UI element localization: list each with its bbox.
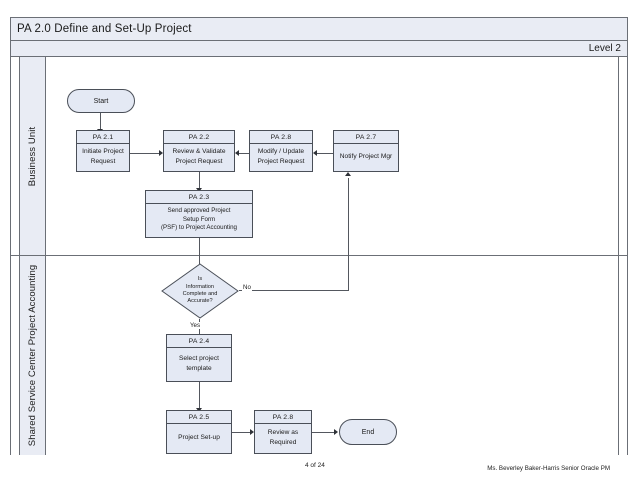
connector-pa22-to-pa23 [199, 172, 200, 190]
swimlane-ssc-project-accounting: Shared Service Center Project Accounting [11, 256, 627, 455]
decision-information-complete[interactable]: Is Information Complete and Accurate? [161, 263, 239, 319]
decision-label: Is Information Complete and Accurate? [182, 276, 218, 305]
node-pa-2-3-id: PA 2.3 [146, 191, 252, 204]
node-pa-2-6-id: PA 2.8 [250, 131, 312, 144]
node-pa-2-8-review[interactable]: PA 2.8 Review as Required [254, 410, 312, 454]
arrowhead-pa26-to-pa22 [235, 150, 239, 156]
swimlane-header-business-unit: Business Unit [19, 57, 46, 255]
connector-decision-no-vertical [348, 178, 349, 291]
node-pa-2-7[interactable]: PA 2.7 Notify Project Mgr [333, 130, 399, 172]
document-frame: PA 2.0 Define and Set-Up Project Level 2… [10, 17, 628, 455]
node-pa-2-3[interactable]: PA 2.3 Send approved Project Setup Form … [145, 190, 253, 238]
edge-label-yes: Yes [189, 322, 202, 329]
node-pa-2-2-label: Review & Validate Project Request [172, 148, 226, 165]
connector-pa21-to-pa22 [130, 153, 161, 154]
start-label: Start [93, 97, 109, 105]
node-pa-2-2-id: PA 2.2 [164, 131, 234, 144]
node-pa-2-5-id: PA 2.5 [167, 411, 231, 424]
swimlane-body-business-unit [46, 57, 619, 255]
node-pa-2-8-label: Review as Required [267, 429, 299, 446]
end-label: End [361, 428, 375, 436]
footer-author: Ms. Beverley Baker-Harris Senior Oracle … [487, 465, 610, 472]
flow-layer: Start PA 2.1 Initiate Project Request PA… [11, 57, 629, 455]
level-label: Level 2 [588, 43, 621, 54]
diagram-title-bar: PA 2.0 Define and Set-Up Project [11, 18, 627, 41]
node-pa-2-1[interactable]: PA 2.1 Initiate Project Request [76, 130, 130, 172]
node-pa-2-4-id: PA 2.4 [167, 335, 231, 348]
node-pa-2-2[interactable]: PA 2.2 Review & Validate Project Request [163, 130, 235, 172]
node-pa-2-4[interactable]: PA 2.4 Select project template [166, 334, 232, 382]
node-pa-2-4-label: Select project template [179, 355, 219, 372]
node-pa-2-6-label: Modify / Update Project Request [257, 148, 305, 165]
node-pa-2-8-id: PA 2.8 [255, 411, 311, 424]
swimlane-container: Business Unit Shared Service Center Proj… [11, 57, 627, 455]
connector-pa24-to-pa25 [199, 382, 200, 410]
node-pa-2-7-label: Notify Project Mgr [339, 153, 393, 161]
edge-label-no: No [242, 284, 252, 291]
connector-pa25-to-pa28 [232, 432, 252, 433]
swimlane-header-ssc-project-accounting: Shared Service Center Project Accounting [19, 256, 46, 455]
end-terminator[interactable]: End [339, 419, 397, 445]
connector-start-to-pa21 [100, 113, 101, 131]
node-pa-2-7-id: PA 2.7 [334, 131, 398, 144]
connector-pa28-to-end [312, 432, 336, 433]
node-pa-2-6-modify-update[interactable]: PA 2.8 Modify / Update Project Request [249, 130, 313, 172]
node-pa-2-1-id: PA 2.1 [77, 131, 129, 144]
arrowhead-pa21-to-pa22 [159, 150, 163, 156]
swimlane-label-business-unit: Business Unit [27, 126, 39, 186]
node-pa-2-5[interactable]: PA 2.5 Project Set-up [166, 410, 232, 454]
diagram-level-bar: Level 2 [11, 41, 627, 57]
connector-decision-no-horizontal [239, 290, 348, 291]
swimlane-body-ssc-project-accounting [46, 256, 619, 455]
start-terminator[interactable]: Start [67, 89, 135, 113]
swimlane-label-ssc-project-accounting: Shared Service Center Project Accounting [27, 264, 38, 447]
footer-page-number: 4 of 24 [305, 462, 325, 469]
page-footer: 4 of 24 Ms. Beverley Baker-Harris Senior… [0, 462, 638, 484]
arrowhead-pa25-to-pa28 [250, 429, 254, 435]
arrowhead-pa28-to-end [334, 429, 338, 435]
node-pa-2-1-label: Initiate Project Request [82, 148, 124, 165]
connector-pa26-to-pa22 [239, 153, 249, 154]
page-title: PA 2.0 Define and Set-Up Project [17, 23, 192, 35]
node-pa-2-5-label: Project Set-up [178, 434, 220, 442]
connector-pa27-to-pa26 [317, 153, 333, 154]
decision-diamond-shape [161, 263, 239, 319]
connector-pa23-to-decision [199, 238, 200, 268]
node-pa-2-3-label: Send approved Project Setup Form (PSF) t… [160, 206, 237, 232]
arrowhead-pa27-to-pa26 [313, 150, 317, 156]
arrowhead-no-to-pa27 [345, 172, 351, 176]
